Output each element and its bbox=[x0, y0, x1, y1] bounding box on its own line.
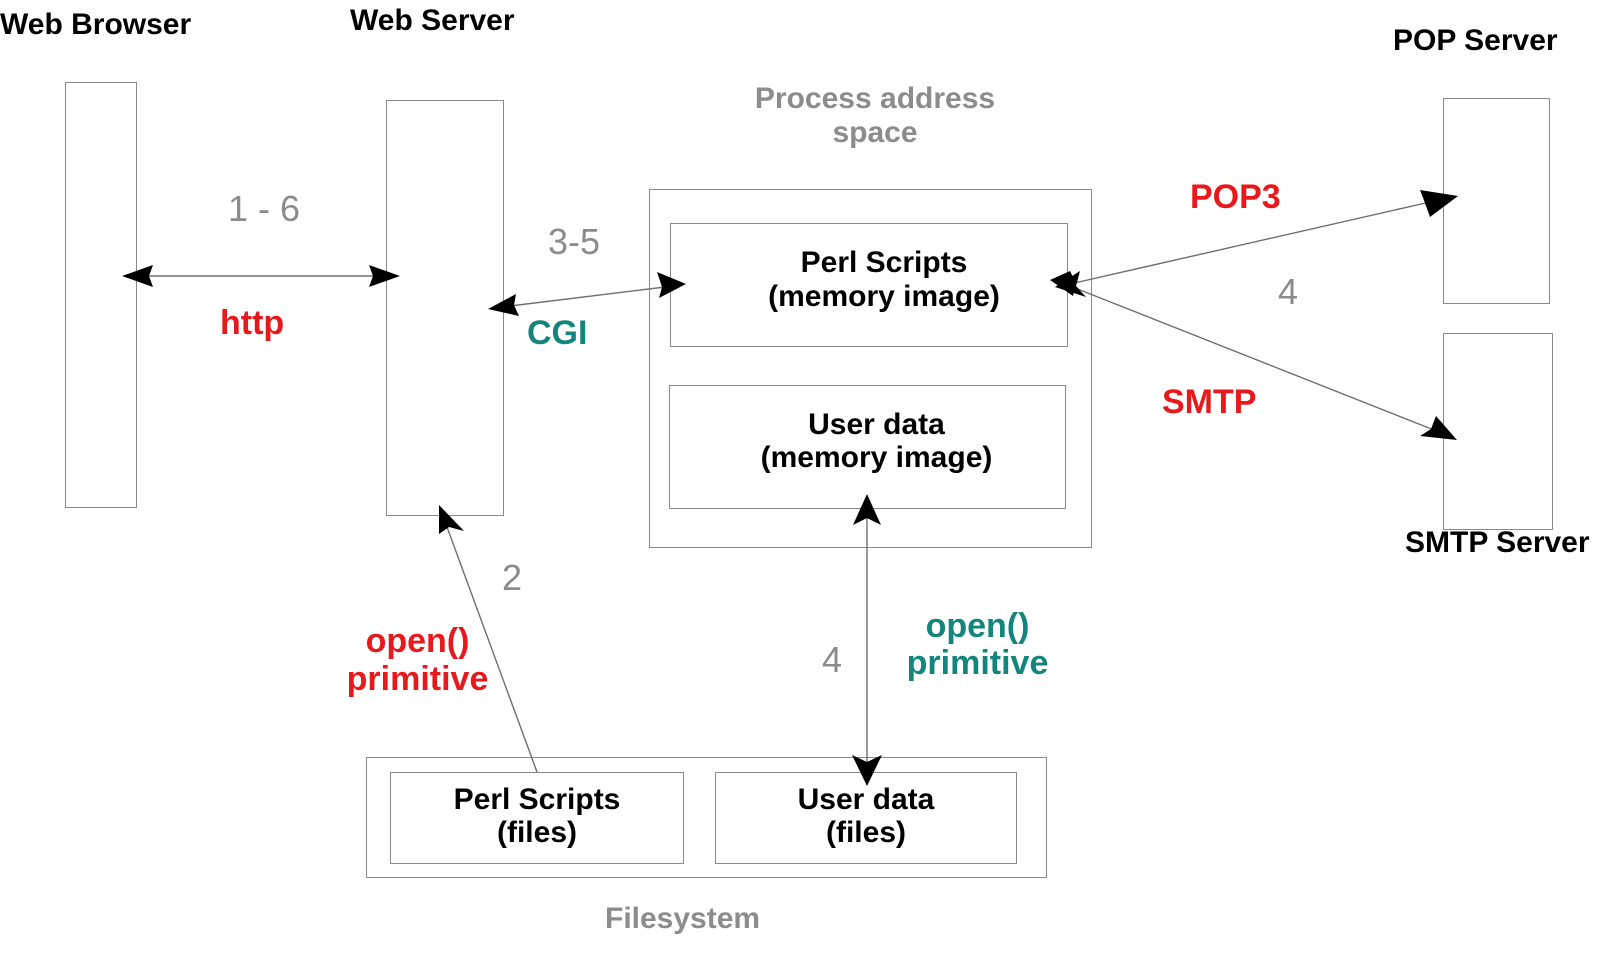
pop3-arrowhead-right bbox=[1420, 190, 1458, 217]
smtp-arrow-line bbox=[1069, 285, 1435, 431]
open-primitive-left-line2: primitive bbox=[346, 660, 489, 698]
open-right-arrowhead-up bbox=[853, 494, 881, 525]
pop3-label: POP3 bbox=[1190, 178, 1281, 216]
process-address-space-title: Process address space bbox=[754, 82, 996, 149]
user-data-memory-title: User data bbox=[808, 408, 945, 441]
open-left-steps-label: 2 bbox=[502, 557, 523, 598]
cgi-arrow-line bbox=[509, 286, 666, 307]
perl-scripts-files-title: Perl Scripts bbox=[453, 783, 621, 816]
smtp-label: SMTP bbox=[1162, 383, 1257, 421]
perl-scripts-files-box bbox=[390, 772, 684, 864]
open-left-arrowhead-up bbox=[439, 505, 464, 534]
filesystem-title: Filesystem bbox=[605, 902, 761, 935]
perl-scripts-memory-subtitle: (memory image) bbox=[768, 280, 1000, 313]
perl-scripts-files-subtitle: (files) bbox=[496, 816, 577, 849]
http-steps-label: 1 - 6 bbox=[228, 188, 301, 229]
user-data-files-title: User data bbox=[797, 783, 935, 816]
smtp-server-title: SMTP Server bbox=[1405, 526, 1590, 559]
user-data-memory-subtitle: (memory image) bbox=[760, 441, 993, 474]
web-server-title: Web Server bbox=[350, 4, 515, 37]
perl-scripts-memory-title: Perl Scripts bbox=[800, 246, 968, 279]
cgi-steps-label: 3-5 bbox=[548, 221, 601, 262]
open-left-arrow-line bbox=[446, 526, 538, 773]
open-right-arrowhead-down bbox=[852, 755, 882, 786]
cgi-arrowhead-right bbox=[657, 272, 686, 298]
open-primitive-left-line1: open() bbox=[365, 622, 470, 660]
http-label: http bbox=[220, 304, 285, 342]
user-data-memory-box bbox=[669, 385, 1066, 509]
user-data-files-subtitle: (files) bbox=[825, 816, 906, 849]
smtp-arrowhead-left bbox=[1050, 271, 1076, 296]
web-browser-box bbox=[65, 82, 137, 508]
smtp-server-box bbox=[1443, 333, 1553, 530]
pop-server-box bbox=[1443, 98, 1550, 304]
smtp-arrowhead-right bbox=[1420, 416, 1457, 440]
http-arrowhead-right bbox=[369, 265, 400, 287]
web-browser-title: Web Browser bbox=[0, 8, 192, 41]
open-primitive-right-line1: open() bbox=[925, 607, 1030, 645]
open-right-steps-label: 4 bbox=[822, 639, 843, 680]
pop-server-title: POP Server bbox=[1393, 24, 1558, 57]
open-primitive-right-line2: primitive bbox=[906, 644, 1049, 682]
cgi-label: CGI bbox=[527, 314, 588, 352]
cgi-arrowhead-left bbox=[488, 294, 519, 316]
pop3-arrow-line bbox=[1069, 201, 1431, 285]
http-arrowhead-left bbox=[122, 265, 153, 287]
mail-steps-label: 4 bbox=[1278, 271, 1299, 312]
